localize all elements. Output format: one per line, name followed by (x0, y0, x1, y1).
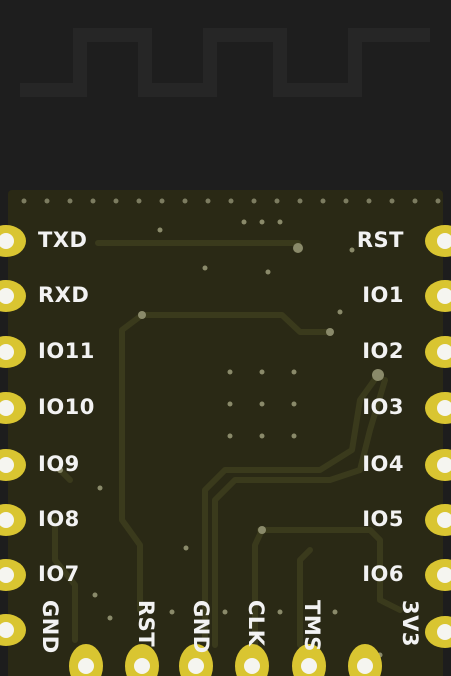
right-pad-6 (425, 559, 451, 591)
left-pad-2 (0, 336, 26, 368)
edge-via (297, 198, 303, 204)
right-pin-label: IO5 (362, 507, 404, 531)
left-pin-label: IO7 (38, 562, 80, 586)
right-pad-3 (425, 392, 451, 424)
edge-vias (21, 198, 441, 204)
left-pad-0 (0, 225, 26, 257)
right-pad-1 (425, 280, 451, 312)
edge-via (412, 198, 418, 204)
edge-via (389, 198, 395, 204)
left-pad-4 (0, 449, 26, 481)
left-pin-label: TXD (38, 228, 88, 252)
right-pin-label: IO3 (362, 395, 404, 419)
bottom-pad-2 (179, 644, 213, 676)
left-pad-gnd (0, 614, 26, 646)
left-pin-label: IO8 (38, 507, 80, 531)
edge-via (343, 198, 349, 204)
edge-via (205, 198, 211, 204)
right-pin-label: RST (356, 228, 404, 252)
right-pin-label: IO4 (362, 452, 404, 476)
edge-via (320, 198, 326, 204)
left-pad-6 (0, 559, 26, 591)
edge-via (251, 198, 257, 204)
right-pin-label: IO2 (362, 339, 404, 363)
copper-traces (52, 240, 403, 648)
edge-via (136, 198, 142, 204)
bottom-pin-label: 3V3 (398, 600, 422, 647)
edge-via (67, 198, 73, 204)
bottom-pin-label: CLK (244, 600, 268, 647)
bottom-pad-3 (235, 644, 269, 676)
left-pad-1 (0, 280, 26, 312)
bottom-pin-label: TMS (300, 600, 324, 652)
right-pad-4 (425, 449, 451, 481)
bottom-pin-label: GND (38, 600, 62, 654)
edge-via (182, 198, 188, 204)
left-pin-label: IO9 (38, 452, 80, 476)
right-pad-2 (425, 336, 451, 368)
bottom-pad-1 (125, 644, 159, 676)
bottom-pin-label: RST (134, 600, 158, 648)
edge-via (366, 198, 372, 204)
bottom-pad-0 (69, 644, 103, 676)
bottom-pad-5 (348, 644, 382, 676)
right-pin-label: IO6 (362, 562, 404, 586)
bottom-pad-4 (292, 644, 326, 676)
edge-via (21, 198, 27, 204)
right-pad-3v3 (425, 616, 451, 648)
left-pin-label: IO11 (38, 339, 95, 363)
left-pin-label: RXD (38, 283, 90, 307)
right-pad-5 (425, 504, 451, 536)
left-pad-3 (0, 392, 26, 424)
edge-via (274, 198, 280, 204)
left-pad-5 (0, 504, 26, 536)
edge-via (113, 198, 119, 204)
vias (57, 219, 384, 658)
antenna-trace (20, 28, 430, 97)
pads (0, 225, 451, 676)
edge-via (435, 198, 441, 204)
edge-via (90, 198, 96, 204)
edge-via (44, 198, 50, 204)
bottom-pin-label: GND (189, 600, 213, 654)
left-pin-label: IO10 (38, 395, 95, 419)
edge-via (159, 198, 165, 204)
edge-via (228, 198, 234, 204)
right-pad-0 (425, 225, 451, 257)
right-pin-label: IO1 (362, 283, 404, 307)
